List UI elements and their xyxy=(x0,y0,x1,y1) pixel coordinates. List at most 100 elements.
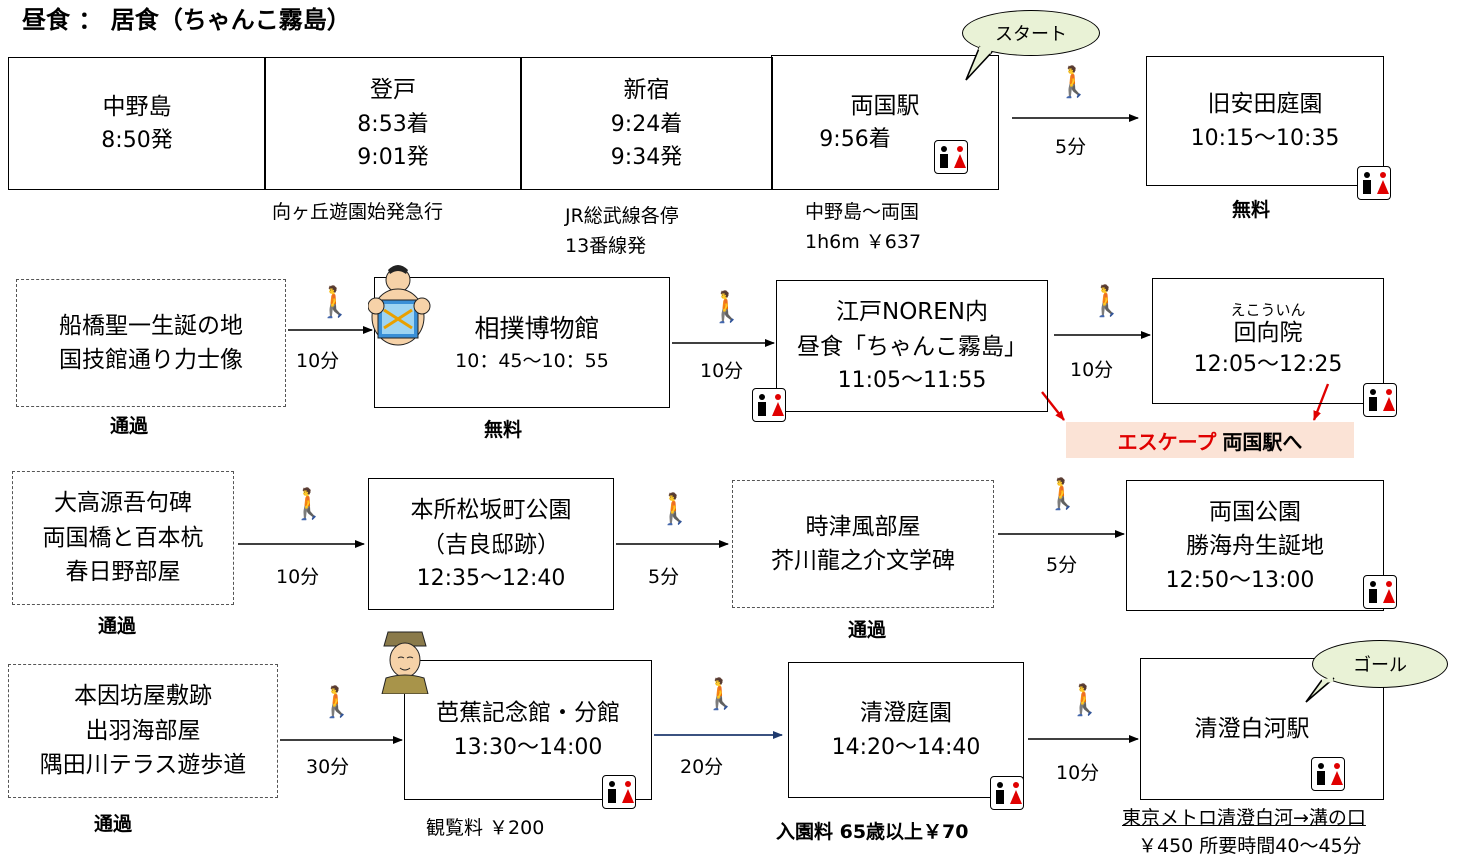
escape-note: エスケープ 両国駅へ xyxy=(1066,422,1354,458)
restroom-icon xyxy=(602,775,636,809)
stop-name: 旧安田庭園 xyxy=(1207,91,1323,118)
ryogoku-note-route: 中野島～両国 xyxy=(805,201,920,223)
stop-line: 大高源吾句碑 xyxy=(54,490,192,517)
stop-line: 時津風部屋 xyxy=(805,513,921,540)
stop-time: 13:30〜14:00 xyxy=(453,734,603,760)
walk-time: 10分 xyxy=(296,350,340,372)
stop-line: 勝海舟生誕地 xyxy=(1186,533,1324,559)
stop-line: 本所松坂町公園 xyxy=(410,497,572,523)
restroom-icon xyxy=(934,140,968,174)
stop-departure: 9:34発 xyxy=(610,144,683,170)
stop-kiyosumi-shirakawa-station: 清澄白河駅 xyxy=(1140,658,1384,800)
stop-line: 芥川龍之介文学碑 xyxy=(771,548,955,574)
stop-nakanoshima: 中野島 8:50発 xyxy=(8,57,266,190)
stop-matsuzaka-park: 本所松坂町公園 （吉良邸跡） 12:35〜12:40 xyxy=(368,478,614,610)
stop-name: 登戸 xyxy=(370,77,416,104)
stop-name: 芭蕉記念館・分館 xyxy=(436,700,620,727)
stop-name: 清澄白河駅 xyxy=(1194,715,1310,742)
stop-name: 回向院 xyxy=(1233,319,1303,346)
walking-person-icon: 🚶 xyxy=(290,487,328,522)
restroom-icon xyxy=(1363,575,1397,609)
stop-time: 11:05〜11:55 xyxy=(837,368,987,393)
restroom-icon xyxy=(1363,383,1397,417)
walk-time: 30分 xyxy=(306,756,350,778)
restroom-icon xyxy=(990,776,1024,810)
stop-otaka: 大高源吾句碑 両国橋と百本杭 春日野部屋 xyxy=(12,471,234,605)
walking-person-icon: 🚶 xyxy=(656,492,694,527)
walking-person-icon: 🚶 xyxy=(702,677,740,712)
funabashi-pass-note: 通過 xyxy=(110,415,149,437)
basho-portrait-icon xyxy=(381,631,429,694)
station-fare-note: ￥450 所要時間40～45分 xyxy=(1138,835,1362,857)
stop-time: 12:50〜13:00 xyxy=(1165,567,1315,593)
restroom-icon xyxy=(1311,757,1345,791)
stop-name: 両国駅 xyxy=(850,92,920,119)
stop-line: 船橋聖一生誕の地 xyxy=(59,312,243,339)
stop-ruby: えこういん xyxy=(1230,300,1306,319)
restroom-icon xyxy=(1357,166,1391,200)
goal-bubble-tail xyxy=(1305,677,1335,703)
walk-time: 5分 xyxy=(1055,136,1087,158)
walking-person-icon: 🚶 xyxy=(318,685,356,720)
stop-edo-noren: 江戸NOREN内 昼食「ちゃんこ霧島」 11:05〜11:55 xyxy=(776,280,1048,412)
sumo-wrestler-icon xyxy=(368,265,431,346)
stop-noborito: 登戸 8:53着 9:01発 xyxy=(264,57,522,190)
stop-shinjuku: 新宿 9:24着 9:34発 xyxy=(520,57,773,190)
stop-line: 昼食「ちゃんこ霧島」 xyxy=(797,333,1027,360)
stop-line: 両国公園 xyxy=(1209,498,1301,525)
stop-name: 相撲博物館 xyxy=(474,313,600,343)
walking-person-icon: 🚶 xyxy=(316,285,354,320)
stop-name: 中野島 xyxy=(102,93,172,120)
stop-tokitsukaze: 時津風部屋 芥川龍之介文学碑 xyxy=(732,480,994,608)
stop-name: 清澄庭園 xyxy=(860,700,952,727)
stop-time: 12:35〜12:40 xyxy=(416,566,566,591)
restroom-icon xyxy=(752,388,786,422)
kyuyasuda-fee: 無料 xyxy=(1232,199,1271,221)
escape-label: エスケープ xyxy=(1117,429,1217,454)
tokitsukaze-pass-note: 通過 xyxy=(848,619,887,641)
walk-time: 10分 xyxy=(1056,762,1100,784)
walking-person-icon: 🚶 xyxy=(1044,477,1082,512)
stop-kyuyasuda-garden: 旧安田庭園 10:15〜10:35 xyxy=(1146,56,1384,186)
walk-time: 10分 xyxy=(1070,359,1114,381)
stop-ekoin: えこういん 回向院 12:05〜12:25 xyxy=(1152,278,1384,404)
walking-person-icon: 🚶 xyxy=(708,290,746,325)
walk-time: 20分 xyxy=(680,756,724,778)
walking-person-icon: 🚶 xyxy=(1055,65,1093,100)
goal-bubble: ゴール xyxy=(1312,640,1448,688)
stop-time: 12:05〜12:25 xyxy=(1193,352,1343,378)
stop-line: 両国橋と百本杭 xyxy=(42,524,204,551)
escape-arrow-right xyxy=(1312,383,1330,421)
stop-funabashi: 船橋聖一生誕の地 国技館通り力士像 xyxy=(16,279,286,407)
station-route-note: 東京メトロ清澄白河→溝の口 xyxy=(1122,807,1366,829)
stop-sumo-museum: 相撲博物館 10：45～10：55 xyxy=(374,277,670,408)
ryogoku-note-fare: 1h6m ￥637 xyxy=(805,231,922,253)
stop-line: 国技館通り力士像 xyxy=(59,347,243,373)
honinbo-pass-note: 通過 xyxy=(94,813,133,835)
stop-arrival: 9:24着 xyxy=(610,111,683,137)
kiyosumi-fee: 入園料 65歳以上￥70 xyxy=(776,821,969,843)
stop-line: 春日野部屋 xyxy=(65,559,181,586)
otaka-pass-note: 通過 xyxy=(98,615,137,637)
basho-fee: 観覧料 ￥200 xyxy=(426,817,545,839)
page-title: 昼食 ： 居食（ちゃんこ霧島） xyxy=(22,6,351,34)
stop-line: （吉良邸跡） xyxy=(422,531,560,558)
stop-name: 新宿 xyxy=(623,77,670,104)
walking-person-icon: 🚶 xyxy=(1066,683,1104,718)
stop-ryogoku-station: 両国駅 9:56着 xyxy=(771,55,999,190)
stop-line: 隅田川テラス遊歩道 xyxy=(39,752,247,779)
start-bubble-tail xyxy=(965,45,993,81)
stop-time: 10:15〜10:35 xyxy=(1190,125,1340,151)
walk-time: 5分 xyxy=(648,566,680,588)
stop-kiyosumi-garden: 清澄庭園 14:20〜14:40 xyxy=(788,662,1024,798)
stop-honinbo: 本因坊屋敷跡 出羽海部屋 隅田川テラス遊歩道 xyxy=(8,664,278,798)
stop-line: 本因坊屋敷跡 xyxy=(74,683,212,710)
escape-arrow-left xyxy=(1041,391,1065,421)
stop-time: 8:50発 xyxy=(101,128,173,154)
sumo-fee: 無料 xyxy=(484,419,523,441)
shinjuku-note-line: JR総武線各停 xyxy=(565,205,679,227)
stop-arrival: 9:56着 xyxy=(819,127,891,153)
shinjuku-note-platform: 13番線発 xyxy=(565,235,647,257)
escape-destination: 両国駅へ xyxy=(1222,429,1303,454)
